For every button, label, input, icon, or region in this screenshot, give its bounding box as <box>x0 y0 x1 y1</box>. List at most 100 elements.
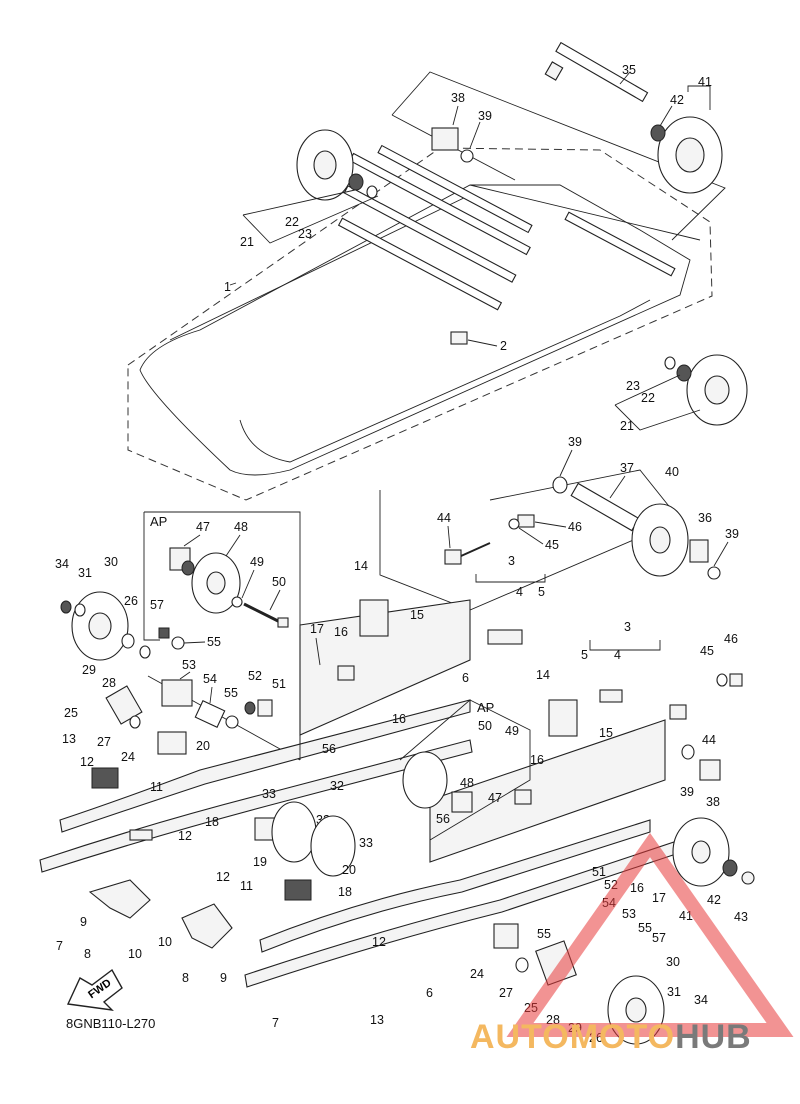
watermark-text: AUTOMOTOHUB <box>470 1018 752 1057</box>
callout-16b: 16 <box>392 712 406 726</box>
callout-39b: 39 <box>680 785 694 799</box>
callout-45b: 45 <box>700 644 714 658</box>
callout-9: 9 <box>80 915 87 929</box>
callout-5: 5 <box>581 648 588 662</box>
callout-13: 13 <box>62 732 76 746</box>
callout-31b: 31 <box>667 985 681 999</box>
callout-48: 48 <box>234 520 248 534</box>
callout-21: 21 <box>240 235 254 249</box>
callout-27: 27 <box>97 735 111 749</box>
diagram-code: 8GNB110-L270 <box>66 1016 156 1031</box>
callout-53: 53 <box>182 658 196 672</box>
callout-25: 25 <box>64 706 78 720</box>
callout-22b: 22 <box>641 391 655 405</box>
callout-17b: 17 <box>652 891 666 905</box>
watermark-logo <box>506 832 794 1037</box>
callout-56b: 56 <box>436 812 450 826</box>
callout-18: 18 <box>205 815 219 829</box>
callout-45: 45 <box>545 538 559 552</box>
callout-16: 16 <box>334 625 348 639</box>
callout-37: 37 <box>620 461 634 475</box>
callout-39d: 39 <box>725 527 739 541</box>
watermark-part1: AUTOMOTO <box>470 1018 676 1056</box>
ap-inset-mid: AP 50 49 48 47 56 <box>399 699 531 841</box>
callout-7: 7 <box>56 939 63 953</box>
callout-46: 46 <box>568 520 582 534</box>
callout-34b: 34 <box>694 993 708 1007</box>
callout-47b: 47 <box>488 791 502 805</box>
callout-33b: 33 <box>359 836 373 850</box>
slide-rail-right: 14 15 16 5 4 3 3 4 5 45 46 44 39 38 41 4… <box>158 554 755 1045</box>
callout-12: 12 <box>80 755 94 769</box>
callout-55d: 55 <box>537 927 551 941</box>
callout-30: 30 <box>104 555 118 569</box>
ap-label-mid: AP <box>477 700 494 715</box>
callout-18b: 18 <box>338 885 352 899</box>
mid-axle-group: 39 37 40 36 39 46 45 44 <box>379 435 739 611</box>
callout-13b: 13 <box>370 1013 384 1027</box>
idler-wheel-left: 22 23 21 <box>240 129 379 249</box>
callout-52: 52 <box>248 669 262 683</box>
callout-17: 17 <box>310 622 324 636</box>
wheel-group-left: 34 31 30 26 29 28 <box>55 555 151 690</box>
callout-31: 31 <box>78 566 92 580</box>
callout-9b: 9 <box>220 971 227 985</box>
callout-3b: 3 <box>508 554 515 568</box>
callout-21b: 21 <box>620 419 634 433</box>
callout-38b: 38 <box>706 795 720 809</box>
track-belt: 1 2 <box>127 144 713 501</box>
callout-12b: 12 <box>178 829 192 843</box>
callout-29: 29 <box>82 663 96 677</box>
callout-44: 44 <box>437 511 451 525</box>
callout-51: 51 <box>272 677 286 691</box>
callout-27b: 27 <box>499 986 513 1000</box>
callout-6b: 6 <box>426 986 433 1000</box>
callout-8: 8 <box>84 947 91 961</box>
callout-49b: 49 <box>505 724 519 738</box>
callout-22: 22 <box>285 215 299 229</box>
callout-15: 15 <box>410 608 424 622</box>
callout-42: 42 <box>670 93 684 107</box>
callout-55c: 55 <box>638 921 652 935</box>
callout-55: 55 <box>224 686 238 700</box>
rear-axle-group: 35 38 39 41 42 <box>391 41 726 241</box>
callout-30b: 30 <box>666 955 680 969</box>
callout-16d: 16 <box>630 881 644 895</box>
callout-28: 28 <box>102 676 116 690</box>
callout-41: 41 <box>698 75 712 89</box>
callout-48b: 48 <box>460 776 474 790</box>
slide-rail-left: 14 15 16 17 25 27 24 20 33 56 16 6 11 12… <box>39 559 473 961</box>
callout-8b: 8 <box>182 971 189 985</box>
callout-5b: 5 <box>538 585 545 599</box>
callout-14: 14 <box>354 559 368 573</box>
callout-54: 54 <box>203 672 217 686</box>
callout-23b: 23 <box>626 379 640 393</box>
callout-49: 49 <box>250 555 264 569</box>
callout-4: 4 <box>614 648 621 662</box>
track-clip <box>450 331 468 345</box>
callout-50b: 50 <box>478 719 492 733</box>
callout-7b: 7 <box>272 1016 279 1030</box>
callout-4b: 4 <box>516 585 523 599</box>
callout-20b: 20 <box>342 863 356 877</box>
callout-6: 6 <box>462 671 469 685</box>
callout-35: 35 <box>622 63 636 77</box>
callout-3: 3 <box>624 620 631 634</box>
callout-36: 36 <box>698 511 712 525</box>
callout-47: 47 <box>196 520 210 534</box>
callout-34: 34 <box>55 557 69 571</box>
callout-14b: 14 <box>536 668 550 682</box>
callout-16c: 16 <box>530 753 544 767</box>
callout-32b: 32 <box>330 779 344 793</box>
callout-10b: 10 <box>158 935 172 949</box>
watermark-part2: HUB <box>675 1018 752 1056</box>
callout-20: 20 <box>196 739 210 753</box>
callout-12d: 12 <box>372 935 386 949</box>
callout-57b: 57 <box>652 931 666 945</box>
idler-wheel-right: 23 22 21 <box>614 354 748 433</box>
callout-2: 2 <box>500 339 507 353</box>
callout-19: 19 <box>253 855 267 869</box>
callout-46b: 46 <box>724 632 738 646</box>
callout-43: 43 <box>734 910 748 924</box>
